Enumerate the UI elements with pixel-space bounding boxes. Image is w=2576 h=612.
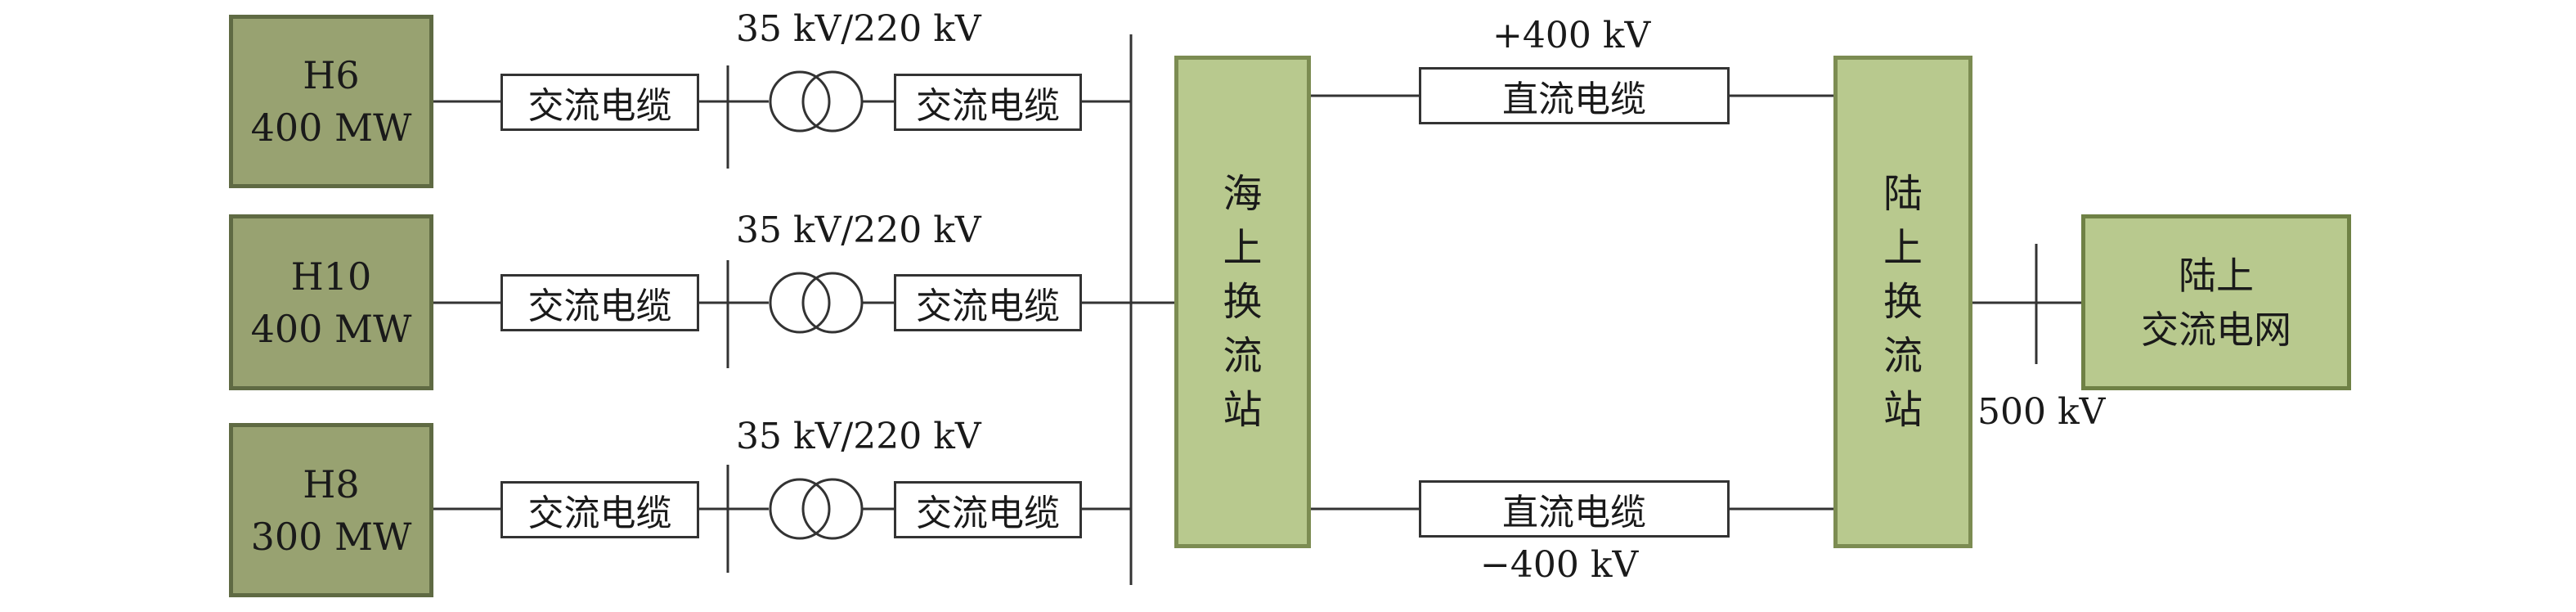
transformer-voltage-label: 35 kV/220 kV [736, 209, 981, 251]
onshore-ac-grid: 陆上 交流电网 [2081, 214, 2351, 390]
dc-positive-voltage-label: +400 kV [1492, 15, 1651, 56]
ac-cable-box: 交流电缆 [500, 481, 699, 538]
wind-farm-h6: H6 400 MW [229, 15, 433, 188]
grid-voltage-label: 500 kV [1977, 391, 2106, 433]
ac-cable-box: 交流电缆 [894, 481, 1082, 538]
farm-name: H10 [290, 254, 372, 299]
wind-farm-h8: H8 300 MW [229, 423, 433, 597]
station-label: 海上换流站 [1223, 171, 1263, 433]
wind-farm-h10: H10 400 MW [229, 214, 433, 390]
transformer-icon [769, 70, 864, 133]
ac-cable-box: 交流电缆 [894, 274, 1082, 331]
farm-power: 300 MW [250, 514, 412, 559]
ac-cable-box: 交流电缆 [894, 74, 1082, 131]
grid-label-line1: 陆上 [2179, 253, 2254, 298]
station-label: 陆上换流站 [1883, 171, 1923, 433]
dc-cable-negative: 直流电缆 [1419, 480, 1730, 538]
grid-label-line2: 交流电网 [2141, 307, 2291, 352]
farm-name: H6 [303, 53, 360, 97]
farm-power: 400 MW [250, 306, 412, 351]
farm-power: 400 MW [250, 106, 412, 150]
transformer-voltage-label: 35 kV/220 kV [736, 8, 981, 50]
dc-cable-positive: 直流电缆 [1419, 67, 1730, 124]
transformer-icon [769, 478, 864, 540]
transformer-icon [769, 272, 864, 334]
transformer-voltage-label: 35 kV/220 kV [736, 416, 981, 457]
dc-negative-voltage-label: −400 kV [1480, 544, 1639, 586]
offshore-converter-station: 海上换流站 [1174, 56, 1311, 548]
onshore-converter-station: 陆上换流站 [1833, 56, 1972, 548]
ac-cable-box: 交流电缆 [500, 74, 699, 131]
farm-name: H8 [303, 461, 360, 506]
ac-cable-box: 交流电缆 [500, 274, 699, 331]
